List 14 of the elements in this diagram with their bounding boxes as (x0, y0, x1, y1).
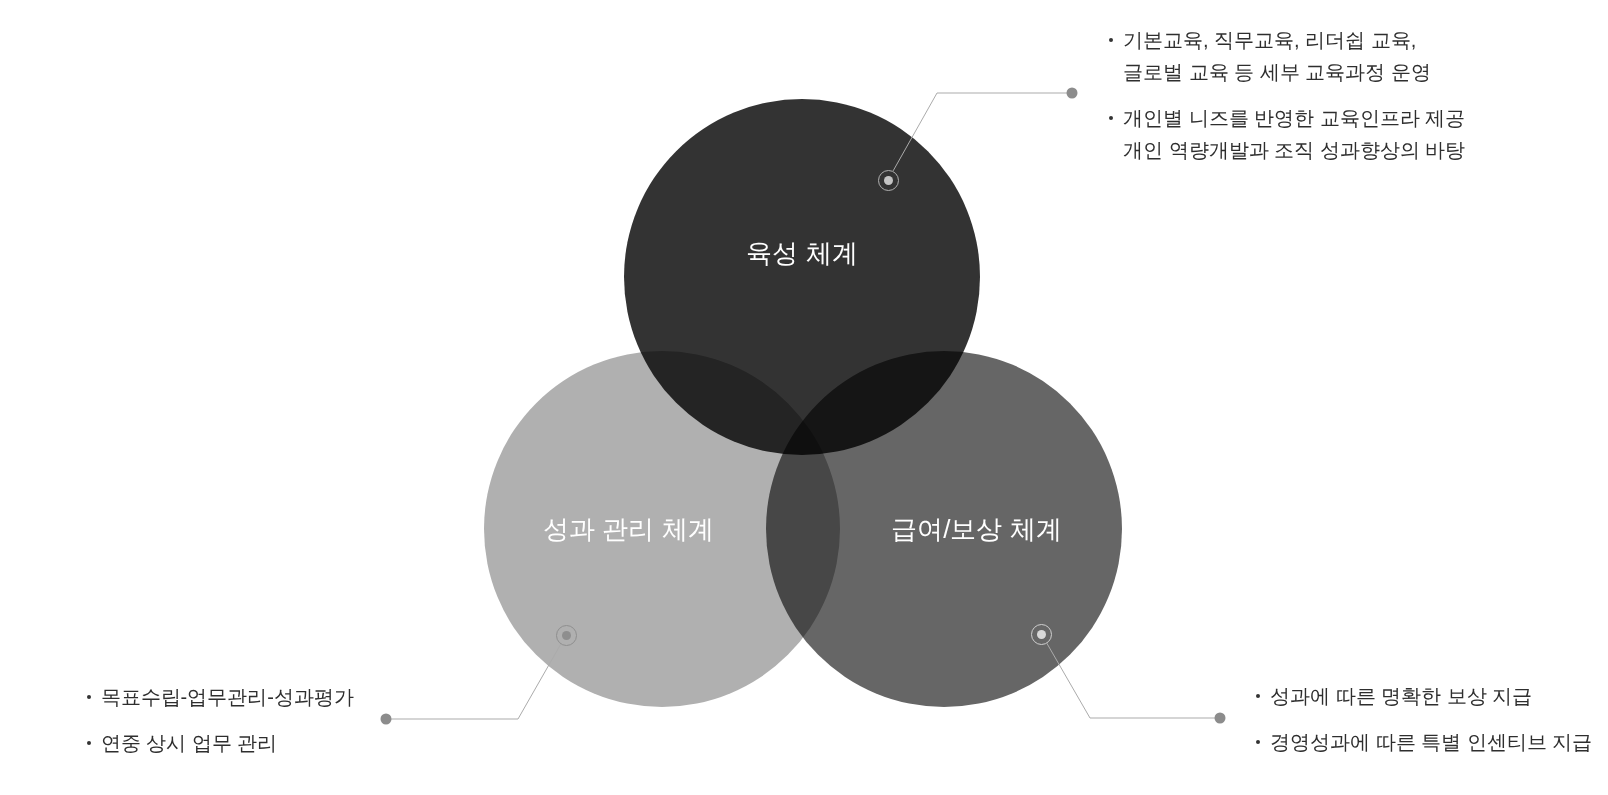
ring-marker-icon (1031, 623, 1052, 645)
circle-label: 성과 관리 체계 (543, 512, 714, 546)
bullet-text: 연중 상시 업무 관리 (100, 731, 279, 756)
bullet-text: 목표수립-업무관리-성과평가 (100, 685, 355, 710)
circle-label: 육성 체계 (746, 236, 858, 270)
bullet-text: 성과에 따른 명확한 보상 지급 (1270, 684, 1534, 709)
bullet-text: 기본교육, 직무교육, 리더쉽 교육, 글로벌 교육 등 세부 교육과정 운영 (1123, 28, 1432, 85)
circle-label: 급여/보상 체계 (891, 512, 1062, 546)
ring-marker-icon (555, 624, 577, 646)
bullet-text: 경영성과에 따른 특별 인센티브 지급 (1270, 730, 1594, 755)
ring-marker-icon (877, 169, 899, 191)
leader-line (892, 87, 1078, 172)
bullet-text: 개인별 니즈를 반영한 교육인프라 제공 개인 역량개발과 조직 성과향상의 바탕 (1123, 106, 1467, 163)
leader-line (1046, 642, 1226, 724)
